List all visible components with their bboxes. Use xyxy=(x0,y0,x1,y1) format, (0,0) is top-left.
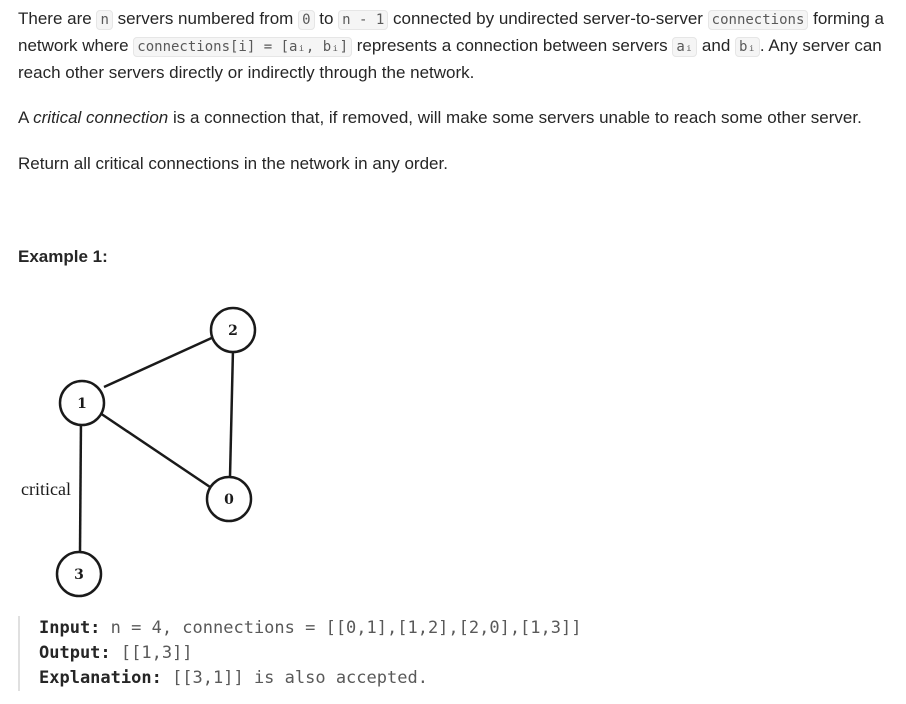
node-1-label: 1 xyxy=(77,396,87,412)
definition-text: A xyxy=(18,108,34,127)
edge-2-0 xyxy=(228,348,235,478)
inline-code-zero: 0 xyxy=(298,10,315,30)
network-graph: 2 1 0 3 critical xyxy=(21,306,257,598)
intro-text: servers numbered from xyxy=(112,9,299,28)
inline-code-b: bᵢ xyxy=(735,37,760,57)
definition-text: is a connection that, if removed, will m… xyxy=(168,108,862,127)
inline-code-a: aᵢ xyxy=(672,37,698,57)
node-2-label: 2 xyxy=(228,323,238,339)
critical-definition-paragraph: A critical connection is a connection th… xyxy=(18,105,862,131)
intro-text: to xyxy=(314,9,339,28)
node-1-circle xyxy=(58,379,106,427)
return-paragraph: Return all critical connections in the n… xyxy=(18,154,448,173)
edge-1-0 xyxy=(99,411,214,491)
inline-code-connections-i: connections[i] = [aᵢ, bᵢ] xyxy=(133,37,352,57)
output-label: Output: xyxy=(39,643,111,663)
node-0-circle xyxy=(205,475,253,523)
inline-code-n-minus-1: n - 1 xyxy=(338,10,389,30)
input-line: Input: n = 4, connections = [[0,1],[1,2]… xyxy=(39,616,581,641)
output-value: [[1,3]] xyxy=(110,643,193,663)
explanation-value: [[3,1]] is also accepted. xyxy=(161,668,428,688)
inline-code-connections: connections xyxy=(707,10,809,30)
node-0-label: 0 xyxy=(224,492,234,508)
intro-text: forming a network where xyxy=(18,9,884,55)
explanation-label: Explanation: xyxy=(39,668,162,688)
explanation-line: Explanation: [[3,1]] is also accepted. xyxy=(39,666,581,691)
intro-text: There are xyxy=(18,9,97,28)
intro-text: . Any server can reach other servers dir… xyxy=(18,36,882,82)
output-line: Output: [[1,3]] xyxy=(39,641,581,666)
edge-1-2 xyxy=(103,334,217,389)
example-io-block: Input: n = 4, connections = [[0,1],[1,2]… xyxy=(18,616,581,691)
inline-code-n: n xyxy=(96,10,113,30)
intro-text: represents a connection between servers xyxy=(352,36,673,55)
input-label: Input: xyxy=(39,618,101,638)
node-2-circle xyxy=(209,306,257,354)
critical-edge-label: critical xyxy=(21,479,71,499)
intro-text: and xyxy=(697,36,736,55)
node-3-label: 3 xyxy=(74,567,84,583)
edge-1-3-critical xyxy=(78,417,83,554)
intro-text: connected by undirected server-to-server xyxy=(388,9,708,28)
intro-paragraph: There are n servers numbered from 0 to n… xyxy=(18,6,898,86)
example-title: Example 1: xyxy=(18,247,108,266)
input-value: n = 4, connections = [[0,1],[1,2],[2,0],… xyxy=(100,618,582,638)
critical-connection-term: critical connection xyxy=(33,108,169,127)
node-3-circle xyxy=(55,550,103,598)
